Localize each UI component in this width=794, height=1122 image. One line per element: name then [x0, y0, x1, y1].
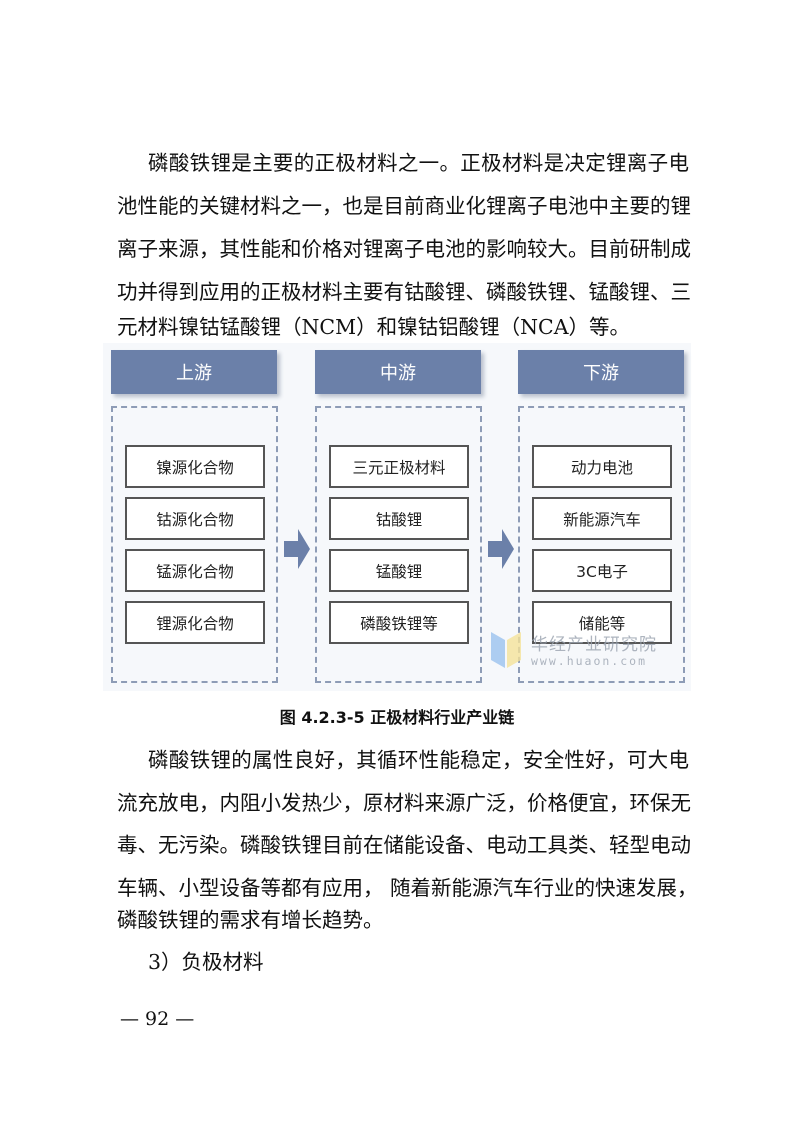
arrow-right-icon [284, 529, 310, 569]
text-line: 磷酸铁锂的需求有增长趋势。 [117, 908, 384, 932]
watermark: 华经产业研究院 www.huaon.com [491, 630, 691, 680]
upstream-group: 镍源化合物 钴源化合物 锰源化合物 锂源化合物 [111, 406, 278, 683]
text-line: 磷酸铁锂是主要的正极材料之一。正极材料是决定锂离子电 [148, 151, 689, 175]
text-line: 元材料镍钴锰酸锂（NCM）和镍钴铝酸锂（NCA）等。 [117, 315, 631, 339]
chain-item: 锰源化合物 [125, 549, 265, 592]
chain-item: 动力电池 [532, 445, 672, 488]
text-line: 车辆、小型设备等都有应用， 随着新能源汽车行业的快速发展， [117, 876, 698, 900]
column-header-midstream: 中游 [315, 350, 481, 394]
chain-item: 钴酸锂 [329, 497, 469, 540]
chain-item: 锂源化合物 [125, 601, 265, 644]
chain-item: 新能源汽车 [532, 497, 672, 540]
midstream-group: 三元正极材料 钴酸锂 锰酸锂 磷酸铁锂等 [315, 406, 482, 683]
chain-item: 磷酸铁锂等 [329, 601, 469, 644]
chain-item: 储能等 [532, 601, 672, 644]
chain-item: 钴源化合物 [125, 497, 265, 540]
section-heading: 3）负极材料 [148, 950, 264, 974]
text-line: 毒、无污染。磷酸铁锂目前在储能设备、电动工具类、轻型电动 [117, 833, 691, 857]
text-line: 池性能的关键材料之一，也是目前商业化锂离子电池中主要的锂 [117, 194, 691, 218]
chain-item: 三元正极材料 [329, 445, 469, 488]
chain-item: 镍源化合物 [125, 445, 265, 488]
text-line: 磷酸铁锂的属性良好，其循环性能稳定，安全性好，可大电 [148, 748, 689, 772]
text-line: 流充放电，内阻小发热少，原材料来源广泛，价格便宜，环保无 [117, 791, 691, 815]
watermark-url: www.huaon.com [531, 654, 648, 668]
text-line: 离子来源，其性能和价格对锂离子电池的影响较大。目前研制成 [117, 237, 691, 261]
arrow-right-icon [488, 529, 514, 569]
chain-item: 锰酸锂 [329, 549, 469, 592]
page-number: — 92 — [120, 1008, 195, 1030]
text-line: 功并得到应用的正极材料主要有钴酸锂、磷酸铁锂、锰酸锂、三 [117, 280, 691, 304]
figure-caption: 图 4.2.3-5 正极材料行业产业链 [279, 708, 515, 727]
chain-item: 3C电子 [532, 549, 672, 592]
watermark-logo-icon [491, 632, 521, 668]
downstream-group: 动力电池 新能源汽车 3C电子 储能等 [518, 406, 685, 683]
column-header-downstream: 下游 [518, 350, 684, 394]
watermark-name: 华经产业研究院 [531, 635, 657, 655]
industry-chain-diagram: 上游 中游 下游 镍源化合物 钴源化合物 锰源化合物 锂源化合物 三元正极材料 … [103, 343, 691, 691]
column-header-upstream: 上游 [111, 350, 277, 394]
